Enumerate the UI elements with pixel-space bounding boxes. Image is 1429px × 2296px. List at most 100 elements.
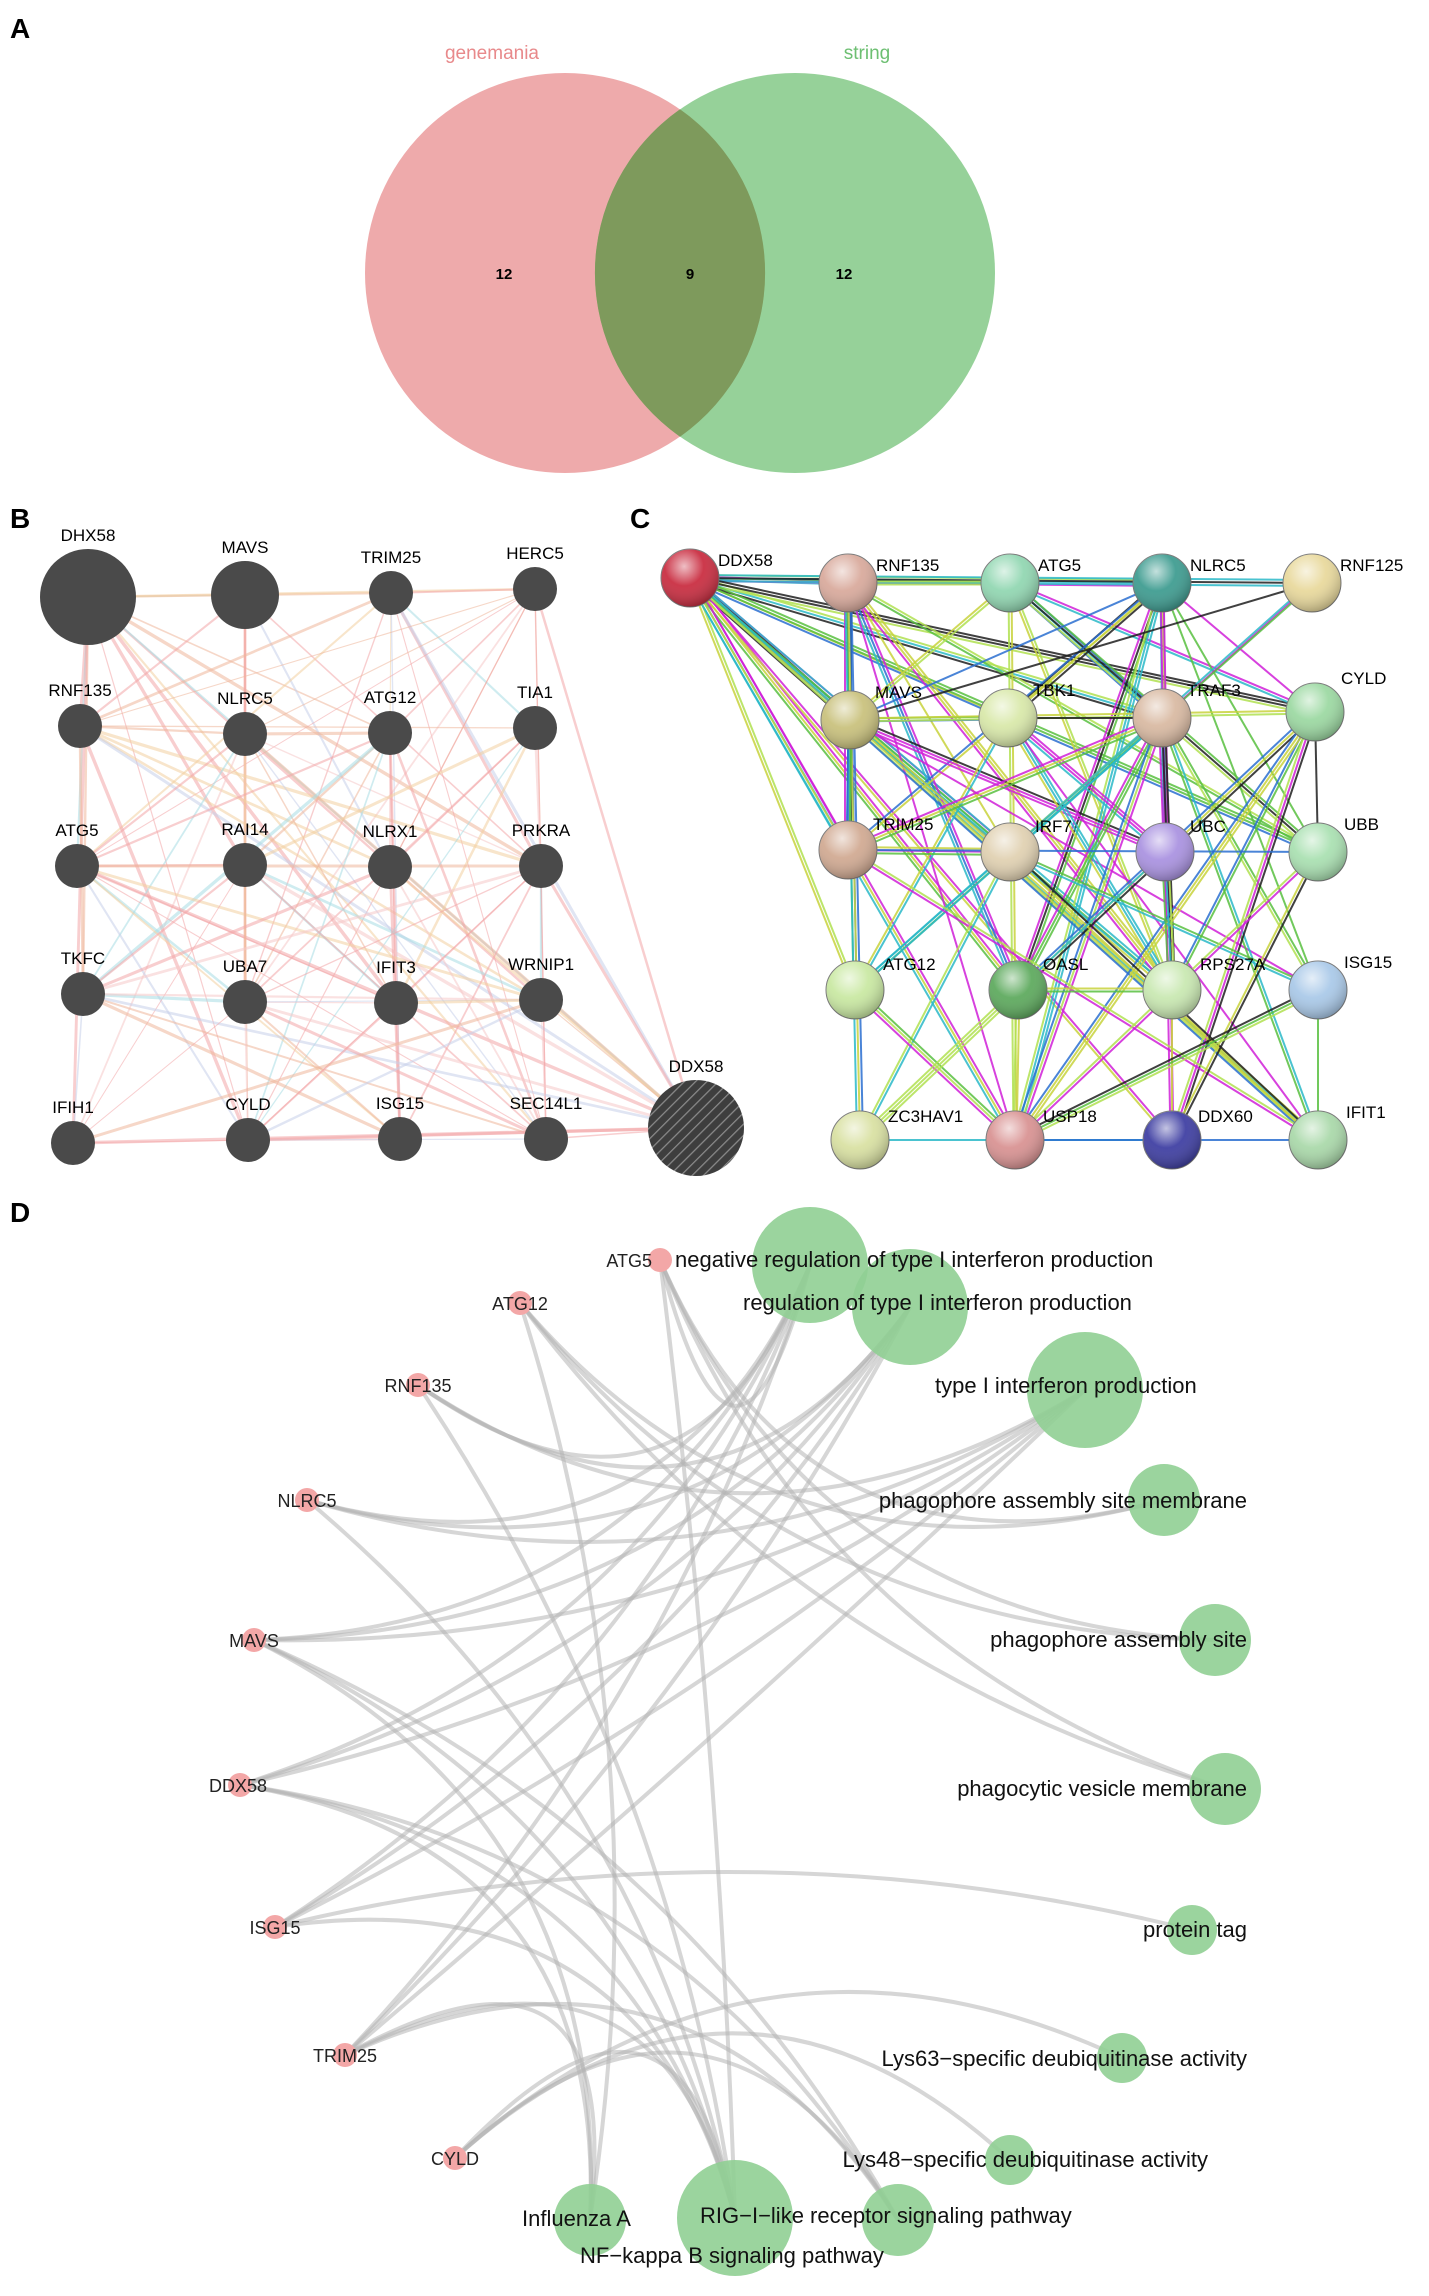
genemania-edge xyxy=(72,733,246,1144)
genemania-node-atg5[interactable] xyxy=(55,844,99,888)
gene-node-trim25[interactable] xyxy=(333,2043,357,2067)
term-node-protein-tag[interactable] xyxy=(1167,1905,1217,1955)
string-node-label: MAVS xyxy=(875,683,922,702)
string-edge xyxy=(847,582,1019,991)
genemania-node-prkra[interactable] xyxy=(519,844,563,888)
genemania-node-cyld[interactable] xyxy=(226,1118,270,1162)
gene-label: MAVS xyxy=(229,1631,279,1651)
venn-count-intersection: 9 xyxy=(686,266,694,283)
enrichment-edge xyxy=(343,1388,1087,2057)
gene-node-nlrc5[interactable] xyxy=(295,1488,319,1512)
genemania-node-nlrx1[interactable] xyxy=(368,845,412,889)
term-node-lys48-specific-deubiquitinase-activity[interactable] xyxy=(985,2135,1035,2185)
genemania-node-isg15[interactable] xyxy=(378,1117,422,1161)
string-edge xyxy=(1017,851,1166,991)
gene-node-ddx58[interactable] xyxy=(228,1773,252,1797)
term-node-influenza-a[interactable] xyxy=(554,2184,626,2256)
genemania-edge xyxy=(72,993,84,1144)
genemania-node-label: TIA1 xyxy=(517,683,553,702)
gene-node-cyld[interactable] xyxy=(443,2146,467,2170)
genemania-edge xyxy=(82,992,697,1130)
term-node-rig-i-like-receptor-signaling-pathway[interactable] xyxy=(677,2160,793,2276)
genemania-node-uba7[interactable] xyxy=(223,980,267,1024)
genemania-edge xyxy=(82,992,542,1002)
gene-node-mavs[interactable] xyxy=(242,1628,266,1652)
genemania-node-nlrc5[interactable] xyxy=(223,712,267,756)
genemania-node-trim25[interactable] xyxy=(369,571,413,615)
genemania-edge xyxy=(389,588,536,734)
string-node-gloss xyxy=(819,821,877,879)
genemania-node-ifit3[interactable] xyxy=(374,981,418,1025)
genemania-node-tkfc[interactable] xyxy=(61,972,105,1016)
string-edge xyxy=(847,849,1319,853)
genemania-edge xyxy=(244,865,542,1003)
string-edge xyxy=(857,987,1017,1139)
genemania-node-tia1[interactable] xyxy=(513,706,557,750)
string-edge xyxy=(1009,714,1168,851)
venn-label-genemania: genemania xyxy=(445,43,539,64)
enrichment-edge xyxy=(239,1783,593,2221)
term-node-regulation-of-type-i-interferon-production[interactable] xyxy=(852,1249,968,1365)
genemania-edge xyxy=(244,594,391,868)
venn-count-genemania: 12 xyxy=(496,266,513,283)
string-edge xyxy=(848,581,1010,720)
enrichment-edge xyxy=(239,1388,1087,1787)
genemania-node-sec14l1[interactable] xyxy=(524,1117,568,1161)
genemania-edge xyxy=(244,1001,249,1141)
genemania-edge xyxy=(244,731,391,736)
term-node-nf-kappa-b-signaling-pathway[interactable] xyxy=(862,2184,934,2256)
string-node-label: RNF125 xyxy=(1340,556,1403,575)
genemania-node-mavs[interactable] xyxy=(211,561,279,629)
term-node-lys63-specific-deubiquitinase-activity[interactable] xyxy=(1097,2033,1147,2083)
genemania-node-wrnip1[interactable] xyxy=(519,978,563,1022)
enrichment-edge xyxy=(344,2001,737,2219)
gene-node-atg5[interactable] xyxy=(648,1248,672,1272)
string-node-gloss xyxy=(1143,1111,1201,1169)
enrichment-edge xyxy=(518,1301,1226,1791)
term-node-type-i-interferon-production[interactable] xyxy=(1027,1332,1143,1448)
term-node-phagophore-assembly-site-membrane[interactable] xyxy=(1128,1464,1200,1536)
genemania-node-rai14[interactable] xyxy=(223,843,267,887)
venn-count-string: 12 xyxy=(836,266,853,283)
term-label: protein tag xyxy=(1143,1917,1247,1942)
genemania-edge xyxy=(244,863,697,1130)
string-edge xyxy=(860,852,1013,1142)
gene-label: ATG5 xyxy=(606,1251,652,1271)
string-node-gloss xyxy=(661,549,719,607)
string-node-label: ISG15 xyxy=(1344,953,1392,972)
string-edge xyxy=(1169,710,1315,990)
string-node-gloss xyxy=(826,961,884,1019)
genemania-node-dhx58[interactable] xyxy=(40,549,136,645)
string-edge xyxy=(1162,717,1321,1140)
term-node-phagocytic-vesicle-membrane[interactable] xyxy=(1189,1753,1261,1825)
string-node-gloss xyxy=(831,1111,889,1169)
string-node-gloss xyxy=(1133,554,1191,612)
genemania-node-atg12[interactable] xyxy=(368,711,412,755)
term-node-phagophore-assembly-site[interactable] xyxy=(1179,1604,1251,1676)
string-edge xyxy=(849,581,1022,990)
string-node-label: UBB xyxy=(1344,815,1379,834)
genemania-node-herc5[interactable] xyxy=(513,567,557,611)
string-edge xyxy=(847,721,1317,1143)
genemania-node-ddx58[interactable] xyxy=(648,1080,744,1176)
genemania-edge xyxy=(244,588,536,735)
genemania-node-rnf135[interactable] xyxy=(58,704,102,748)
enrichment-edge xyxy=(518,1301,1165,1529)
genemania-node-label: TRIM25 xyxy=(361,548,421,567)
string-edge xyxy=(847,582,1016,1141)
genemania-node-ifih1[interactable] xyxy=(51,1121,95,1165)
genemania-node-label: RAI14 xyxy=(221,820,268,839)
genemania-edge xyxy=(87,596,391,734)
gene-node-isg15[interactable] xyxy=(263,1915,287,1939)
enrichment-edge xyxy=(273,1264,812,1929)
panel-letter-d: D xyxy=(10,1197,30,1228)
gene-node-rnf135[interactable] xyxy=(406,1373,430,1397)
gene-node-atg12[interactable] xyxy=(508,1291,532,1315)
string-edge xyxy=(688,579,1162,722)
panel-letter-c: C xyxy=(630,503,650,534)
string-node-gloss xyxy=(981,554,1039,612)
enrichment-network: ATG5ATG12RNF135NLRC5MAVSDDX58ISG15TRIM25… xyxy=(209,1207,1261,2276)
term-node-negative-regulation-of-type-i-interferon-production[interactable] xyxy=(752,1207,868,1323)
genemania-edge xyxy=(82,864,246,995)
